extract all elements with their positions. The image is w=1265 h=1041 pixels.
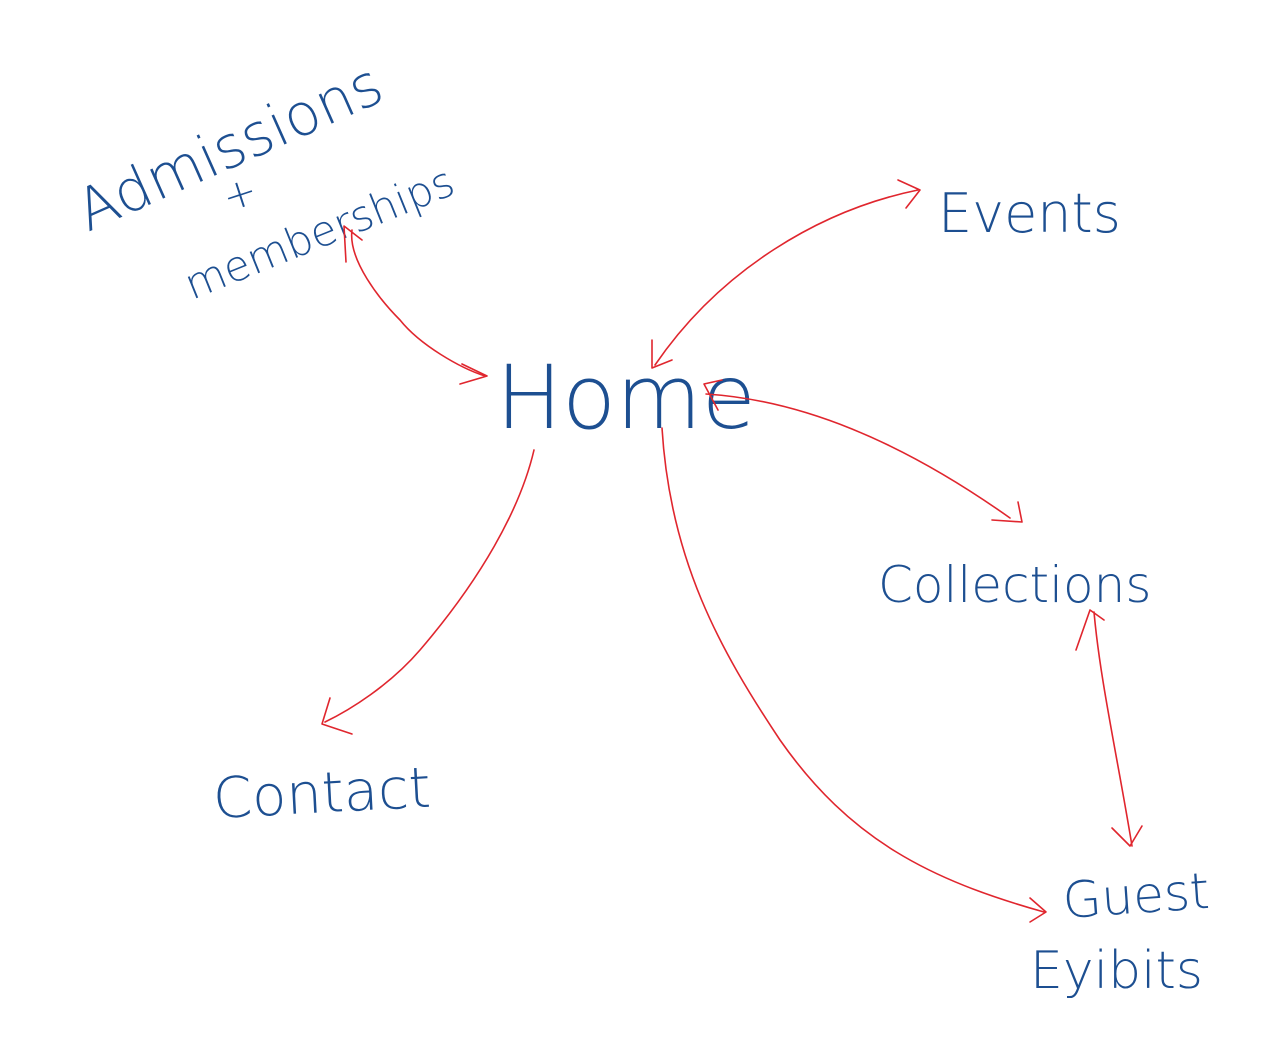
arrowhead-to-guest-from-collections [1111,825,1143,847]
arrowhead-to-home [459,363,488,385]
edge-events-home [651,179,921,369]
node-guest-line2: Eyibits [1030,941,1203,1001]
edge-collections-guest [1075,609,1143,847]
node-guest-line1: Guest [1061,862,1212,930]
edge-events-home-line [654,189,919,366]
node-admissions: Admissions + memberships [66,50,461,310]
arrowhead-to-contact [321,697,353,735]
edge-home-contact [321,449,535,735]
node-contact: Contact [211,756,432,832]
edge-collections-guest-line [1093,611,1133,847]
node-events: Events [938,182,1121,245]
arrowhead-to-admissions [343,225,363,263]
arrowhead-to-home-from-collections [703,379,723,411]
node-home: Home [496,346,756,449]
arrowhead-to-events [897,179,921,209]
node-guest-exhibits: Guest Eyibits [1030,862,1211,1001]
edge-home-contact-line [324,449,535,723]
edge-admissions-home-line [350,229,486,377]
edge-home-collections-line [705,393,1011,519]
node-admissions-line2: + [217,167,263,221]
edge-home-guest [661,427,1047,923]
arrowhead-to-collections [991,501,1023,523]
arrowhead-to-guest [1029,897,1047,923]
arrowhead-to-collections-from-guest [1075,609,1105,651]
arrowhead-to-home-from-events [651,339,673,369]
edge-admissions-home [343,225,488,385]
edge-home-collections [703,379,1023,523]
edge-home-guest-line [661,427,1045,913]
node-collections: Collections [878,556,1151,614]
